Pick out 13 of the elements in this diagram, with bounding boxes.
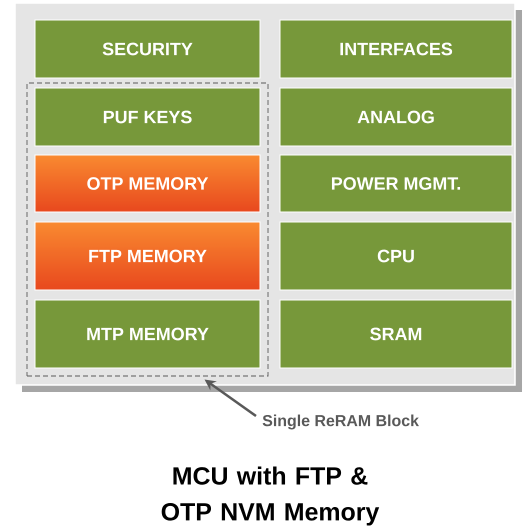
title: MCU with FTP & OTP NVM Memory [162, 466, 380, 526]
block-box: INTERFACES [280, 20, 513, 78]
block-box: MTP MEMORY [34, 300, 260, 368]
block-box: ANALOG [280, 88, 513, 146]
block-box: POWER MGMT. [280, 154, 513, 212]
dashed-group-box [26, 82, 268, 376]
block-box: SECURITY [34, 20, 260, 78]
block-box: SRAM [280, 300, 513, 368]
block-box: PUF KEYS [34, 88, 260, 146]
memory-box: FTP MEMORY [34, 222, 260, 290]
block-box: CPU [280, 222, 513, 290]
memory-box: OTP MEMORY [34, 154, 260, 212]
callout-text: Single ReRAM Block [262, 414, 419, 430]
